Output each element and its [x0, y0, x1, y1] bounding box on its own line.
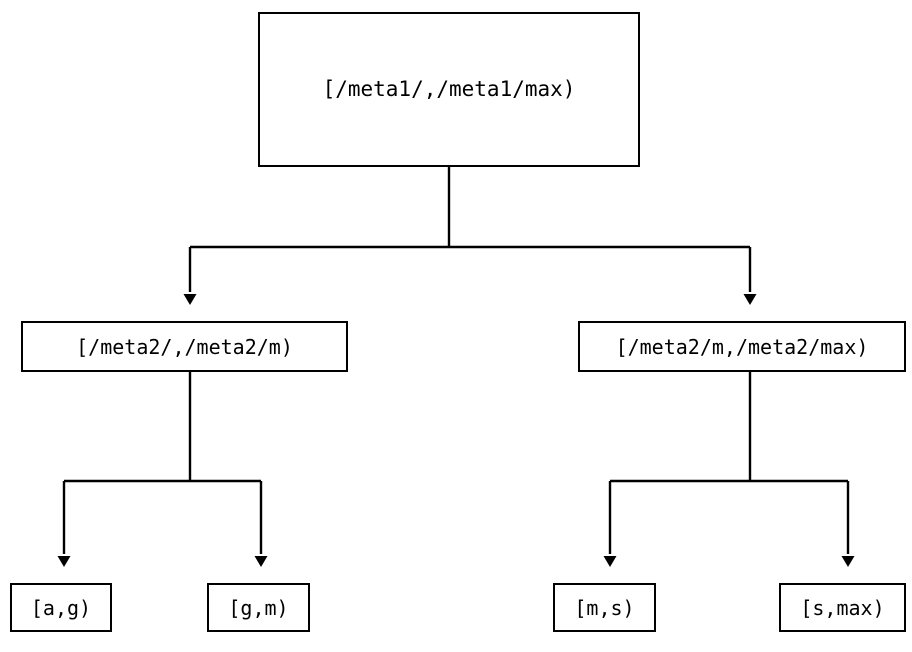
tree-node-mid-left[interactable]: [/meta2/,/meta2/m) [21, 321, 348, 372]
tree-node-leaf-ms[interactable]: [m,s) [553, 583, 656, 632]
tree-node-mid-right-label: [/meta2/m,/meta2/max) [615, 334, 869, 359]
tree-node-leaf-gm-label: [g,m) [228, 595, 289, 620]
arrowhead-icon-mid-right [743, 294, 757, 305]
tree-node-leaf-smax-label: [s,max) [800, 595, 885, 620]
tree-node-leaf-ag-label: [a,g) [30, 595, 92, 620]
tree-node-root[interactable]: [/meta1/,/meta1/max) [258, 12, 640, 167]
arrowhead-icon-leaf-smax [841, 556, 855, 567]
tree-node-mid-right[interactable]: [/meta2/m,/meta2/max) [578, 321, 906, 372]
arrowhead-icon-leaf-ms [603, 556, 617, 567]
arrowhead-icon-leaf-ag [57, 556, 71, 567]
tree-node-root-label: [/meta1/,/meta1/max) [322, 77, 576, 101]
arrowhead-icon-mid-left [183, 294, 197, 305]
tree-node-mid-left-label: [/meta2/,/meta2/m) [76, 334, 293, 359]
tree-node-leaf-ms-label: [m,s) [574, 595, 635, 620]
tree-node-leaf-smax[interactable]: [s,max) [779, 583, 906, 632]
arrowhead-icon-leaf-gm [254, 556, 268, 567]
tree-node-leaf-ag[interactable]: [a,g) [10, 583, 112, 632]
tree-node-leaf-gm[interactable]: [g,m) [207, 583, 310, 632]
